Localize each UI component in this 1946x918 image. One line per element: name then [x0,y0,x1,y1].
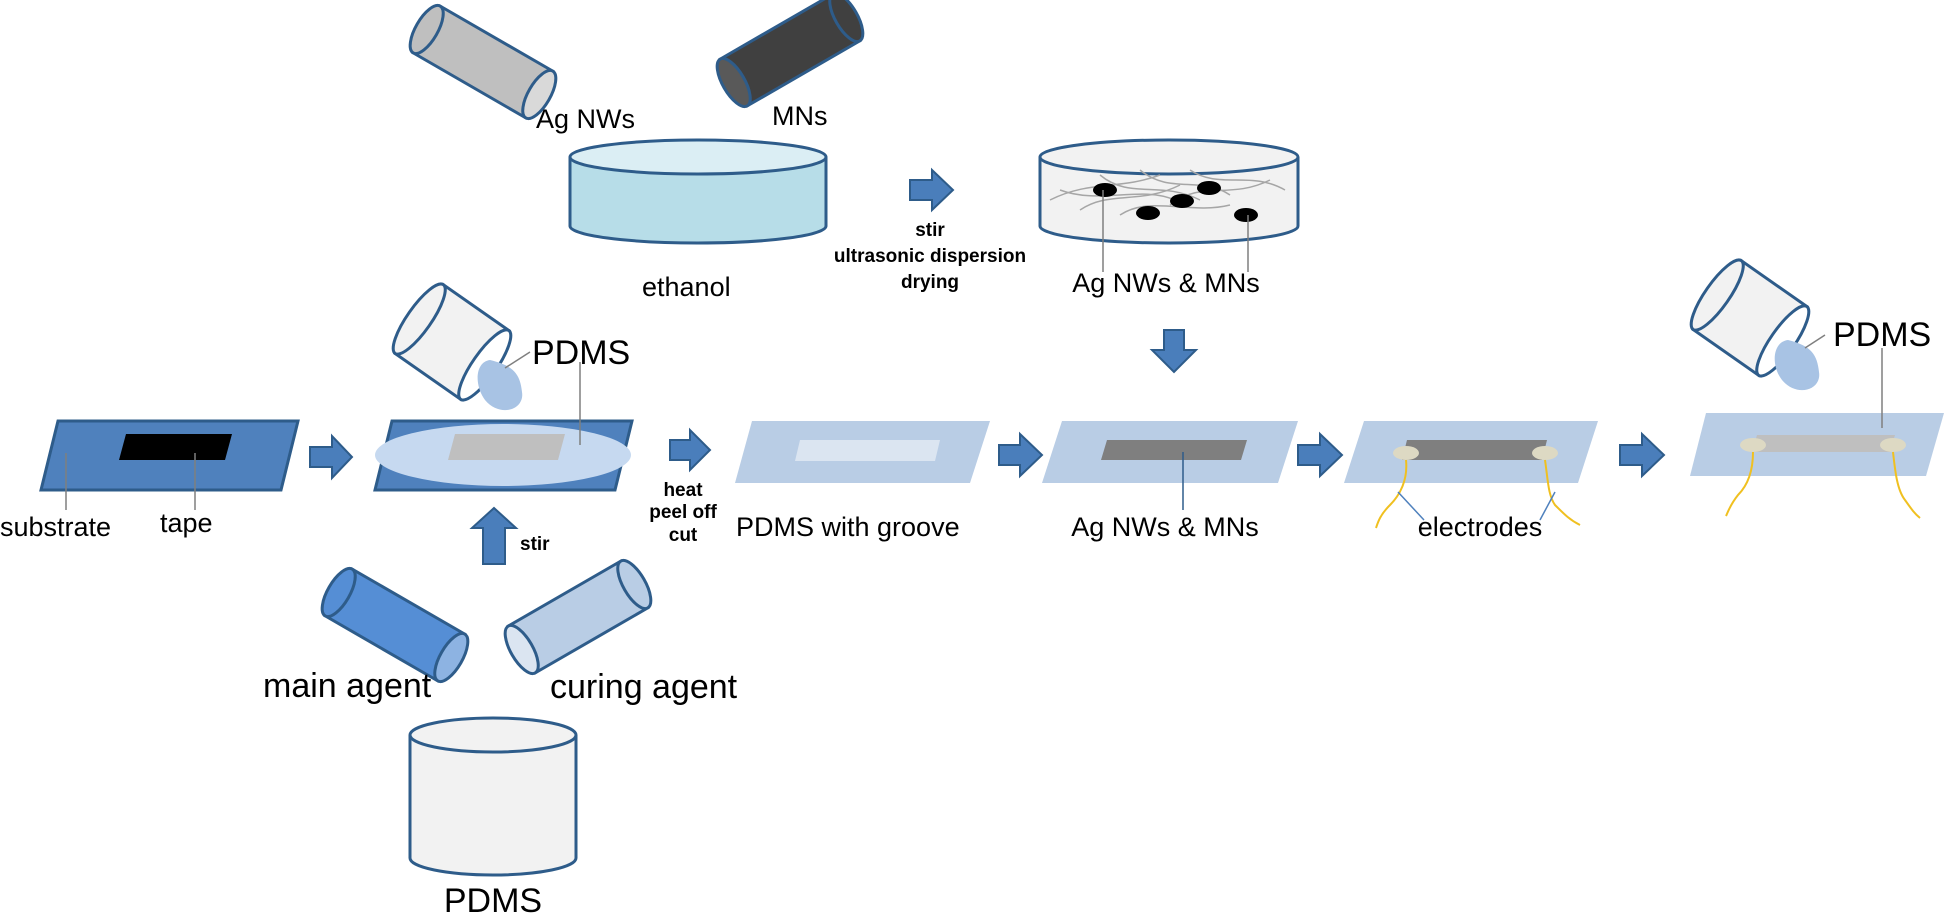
arrow-right-icon [1619,431,1666,479]
tape-strip [119,434,232,460]
electrodes-label: electrodes [1418,512,1543,542]
ag-nws-mns-mid-label: Ag NWs & MNs [1071,512,1259,542]
curing-agent-tube [503,558,653,676]
pdms-bottom-label: PDMS [444,882,542,918]
dispersion-dish [1038,138,1300,245]
arrow-right-icon [1297,431,1344,479]
arrow-down-icon [1149,329,1199,374]
wire-right [1892,451,1921,519]
arrow-up-icon [469,506,519,565]
heat-label: heat [663,480,703,501]
step-stir-label: stir [915,220,945,241]
pdms-pour-left-label: PDMS [532,334,630,372]
stir-label: stir [520,534,550,555]
main-agent-label: main agent [263,667,432,705]
arrow-right-icon [998,431,1044,479]
pointer-line [504,351,531,369]
magnetic-nanoparticles-icon [1093,181,1258,222]
tape-under-pdms [448,434,565,460]
ethanol-dish [568,138,828,245]
pdms-container [408,716,578,877]
substrate-panel [39,419,300,492]
pointer-line [1804,334,1826,349]
arrow-right-icon [909,167,955,213]
pdms-with-groove-label: PDMS with groove [736,512,960,542]
main-agent-tube [320,566,470,684]
pdms-drop-icon [477,360,523,411]
step-drying-label: drying [901,272,959,293]
arrow-right-icon [669,427,712,473]
electrode-right [1532,446,1558,460]
mns-label: MNs [772,101,828,131]
substrate-label: substrate [0,512,111,542]
wire-left [1725,451,1754,517]
ag-nws-label: Ag NWs [536,104,635,134]
ethanol-label: ethanol [642,272,731,302]
pdms-drop-icon [1774,340,1820,391]
peel-off-label: peel off [649,502,717,523]
ag-nws-mns-top-label: Ag NWs & MNs [1072,268,1260,298]
mns-tube [715,0,865,109]
groove-slot [795,440,940,461]
electrode-groove [1402,440,1547,460]
arrow-right-icon [309,433,354,481]
curing-agent-label: curing agent [550,668,738,706]
ag-nws-tube [408,3,558,121]
pointer-line [1397,491,1425,521]
step-ultrasonic-label: ultrasonic dispersion [834,246,1026,267]
pointer-line [1539,491,1556,521]
wire-right [1544,459,1581,526]
electrode-left [1393,446,1419,460]
tape-label: tape [160,508,213,538]
final-device-groove [1752,435,1895,452]
electrode-right [1880,438,1906,452]
cut-label: cut [669,525,698,546]
pdms-pour-right-label: PDMS [1833,316,1931,354]
electrode-left [1740,438,1766,452]
wire-left [1375,459,1408,529]
filled-groove [1101,440,1247,460]
